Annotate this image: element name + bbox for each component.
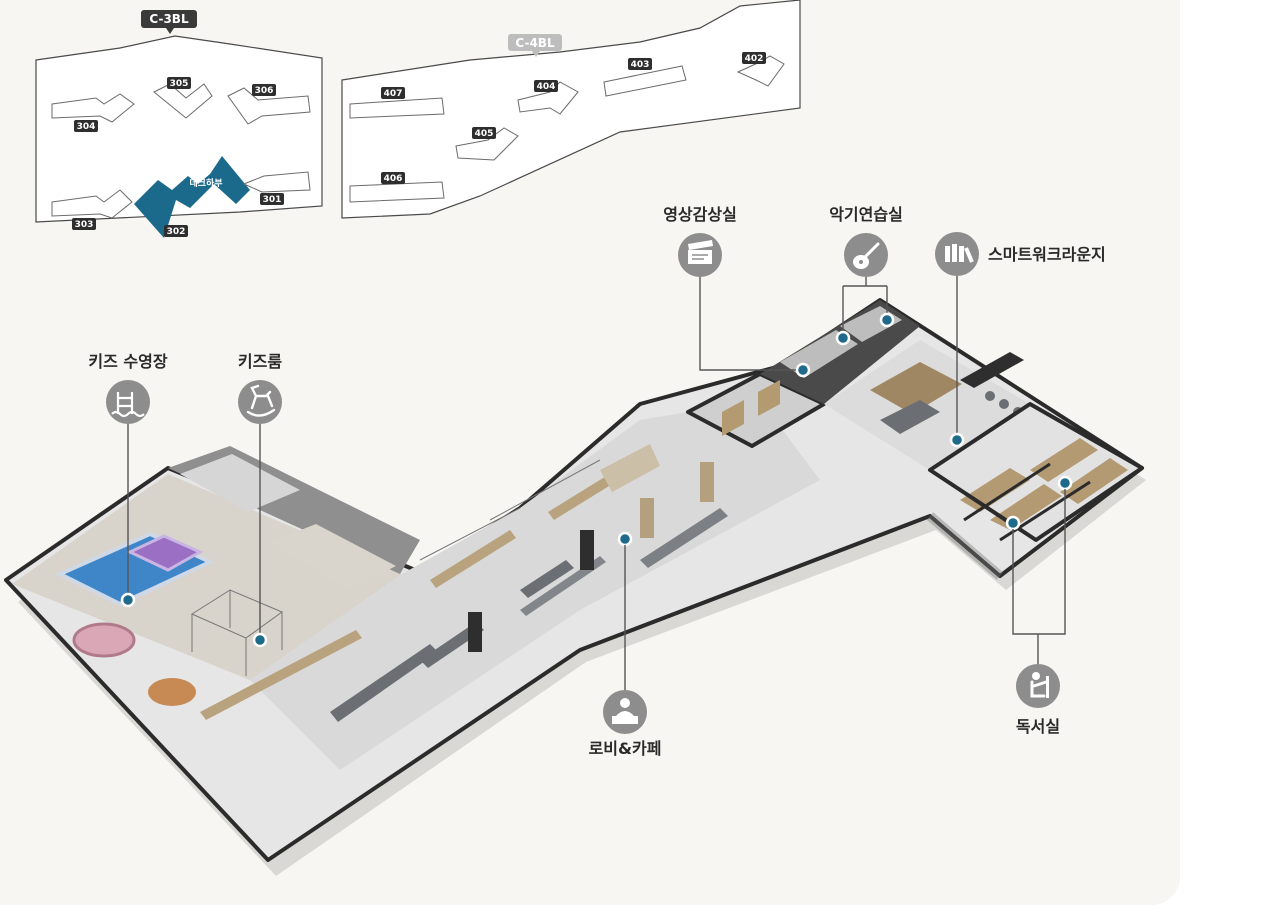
kids-room-marker[interactable] xyxy=(252,632,268,648)
smartwork-marker[interactable] xyxy=(949,432,965,448)
rocking-horse-icon xyxy=(238,380,282,424)
kids-room-label: 키즈룸 xyxy=(238,352,282,371)
theater-label: 영상감상실 xyxy=(663,205,737,224)
reading-marker-2[interactable] xyxy=(1057,475,1073,491)
block-tag-c4[interactable]: C-4BL xyxy=(508,34,562,57)
building-405[interactable]: 405 xyxy=(455,127,519,161)
building-301-label: 301 xyxy=(263,195,282,205)
building-407-label: 407 xyxy=(384,89,403,99)
building-306[interactable]: 306 xyxy=(227,84,311,125)
building-304[interactable]: 304 xyxy=(51,93,135,132)
kids-pool-marker[interactable] xyxy=(120,592,136,608)
community-plan-panel: C-3BL C-4BL 304 305 306 303 xyxy=(0,0,1180,905)
kids-pool-shallow xyxy=(126,534,204,572)
floor-plan-3d xyxy=(4,298,1146,876)
block-tag-c4-text: C-4BL xyxy=(515,36,555,50)
kids-zone-floor xyxy=(12,474,402,680)
building-403[interactable]: 403 xyxy=(603,58,687,97)
building-305[interactable]: 305 xyxy=(153,77,213,119)
building-304-label: 304 xyxy=(77,122,96,132)
kids-pool-label: 키즈 수영장 xyxy=(88,352,167,371)
building-405-label: 405 xyxy=(475,129,494,139)
deck-label: 데크하부 xyxy=(189,177,222,189)
callout-kids-pool[interactable]: 키즈 수영장 xyxy=(88,352,168,608)
building-302-label: 302 xyxy=(167,227,186,237)
callout-smartwork[interactable]: 스마트워크라운지 xyxy=(935,232,1106,448)
callout-theater[interactable]: 영상감상실 xyxy=(663,205,811,378)
building-404[interactable]: 404 xyxy=(517,80,579,115)
site-map: C-3BL C-4BL 304 305 306 303 xyxy=(35,0,801,238)
lobby-label: 로비&카페 xyxy=(589,739,662,758)
building-303[interactable]: 303 xyxy=(51,189,133,230)
building-406[interactable]: 406 xyxy=(349,172,445,203)
callout-kids-room[interactable]: 키즈룸 xyxy=(238,352,282,648)
pool-ladder-icon xyxy=(106,380,150,424)
music-marker-1[interactable] xyxy=(835,330,851,346)
lobby-marker[interactable] xyxy=(617,531,633,547)
block-c3-outline xyxy=(35,35,323,223)
callout-lobby[interactable]: 로비&카페 xyxy=(589,531,662,758)
reading-marker-1[interactable] xyxy=(1005,515,1021,531)
building-404-label: 404 xyxy=(537,82,556,92)
building-402-label: 402 xyxy=(745,54,764,64)
plan-canvas: C-3BL C-4BL 304 305 306 303 xyxy=(4,0,1146,876)
ball-pit xyxy=(148,678,196,706)
building-402[interactable]: 402 xyxy=(736,52,785,87)
building-407[interactable]: 407 xyxy=(349,87,445,119)
theater-marker[interactable] xyxy=(795,362,811,378)
kids-tub xyxy=(72,622,136,658)
block-tag-c3[interactable]: C-3BL xyxy=(141,10,197,34)
building-305-label: 305 xyxy=(170,79,189,89)
reading-label: 독서실 xyxy=(1016,717,1060,736)
block-tag-c3-text: C-3BL xyxy=(149,12,189,26)
building-403-label: 403 xyxy=(631,60,650,70)
building-302-deck[interactable]: 데크하부 302 xyxy=(134,156,250,238)
building-303-label: 303 xyxy=(75,220,94,230)
building-406-label: 406 xyxy=(384,174,403,184)
block-c4-outline xyxy=(341,0,801,219)
callout-music[interactable]: 악기연습실 xyxy=(829,205,903,346)
callout-reading[interactable]: 독서실 xyxy=(1005,475,1073,736)
smartwork-label: 스마트워크라운지 xyxy=(988,245,1106,264)
music-marker-2[interactable] xyxy=(879,312,895,328)
building-306-label: 306 xyxy=(255,86,274,96)
music-label: 악기연습실 xyxy=(829,205,903,224)
building-301[interactable]: 301 xyxy=(242,171,311,205)
